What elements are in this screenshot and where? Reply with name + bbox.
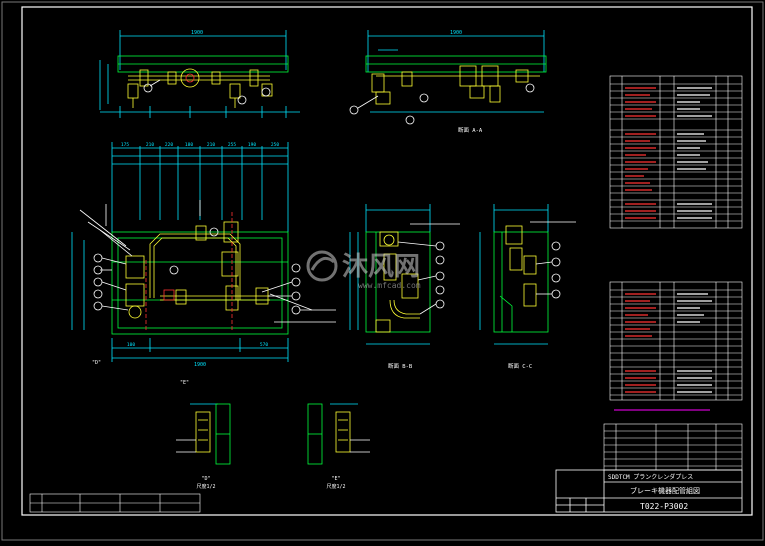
section-bb-view	[349, 204, 460, 345]
svg-text:220: 220	[165, 142, 173, 148]
top-view	[99, 30, 300, 118]
title-block	[555, 469, 743, 513]
watermark: 沐风网 www.mfcad.com	[306, 250, 421, 290]
svg-text:250: 250	[271, 142, 279, 148]
label-section-bb: 断面 B-B	[388, 362, 413, 370]
dim-right-top-overall: 1900	[450, 30, 462, 36]
watermark-url: www.mfcad.com	[358, 281, 421, 290]
title-sub: ブレーキ機器配管組図	[630, 486, 700, 495]
front-view-top-dims: 175 210 220 180 210 255 190 250	[121, 142, 279, 148]
front-view-bottom-dims: 100 1900 570	[127, 342, 268, 368]
label-detail-e-callout: "E"	[180, 380, 189, 386]
section-cc-view	[479, 204, 576, 345]
svg-text:255: 255	[228, 142, 236, 148]
detail-e-view	[307, 403, 370, 465]
parts-table-lower	[609, 281, 743, 401]
svg-text:1900: 1900	[194, 362, 206, 368]
parts-table-lower-text	[625, 293, 712, 393]
watermark-logo-icon	[306, 250, 338, 282]
label-detail-d-view: "D"	[201, 476, 210, 482]
label-section-aa: 断面 A-A	[458, 126, 483, 134]
title-main: SDDTCM プランクレンダプレス	[608, 473, 693, 481]
dim-top-overall: 1900	[191, 30, 203, 36]
svg-text:570: 570	[260, 342, 268, 348]
svg-text:180: 180	[185, 142, 193, 148]
detail-d-view	[176, 403, 231, 465]
watermark-text: 沐风网	[342, 252, 420, 282]
label-scale-d: 尺度1/2	[196, 483, 215, 490]
svg-text:190: 190	[248, 142, 256, 148]
drawing-number: T022-P3002	[640, 502, 688, 511]
label-scale-e: 尺度1/2	[326, 483, 345, 490]
label-section-cc: 断面 C-C	[508, 362, 532, 370]
section-aa-view	[349, 30, 547, 125]
revision-table	[603, 423, 743, 471]
bottom-left-strip	[29, 493, 201, 513]
parts-table-upper	[609, 75, 743, 229]
front-view	[71, 142, 336, 362]
svg-text:210: 210	[146, 142, 154, 148]
label-detail-e-view: "E"	[331, 476, 340, 482]
parts-table-upper-text	[625, 87, 712, 219]
label-detail-d: "D"	[92, 360, 101, 366]
svg-text:210: 210	[207, 142, 215, 148]
svg-text:100: 100	[127, 342, 135, 348]
svg-text:175: 175	[121, 142, 129, 148]
drawing-frame	[21, 6, 753, 516]
